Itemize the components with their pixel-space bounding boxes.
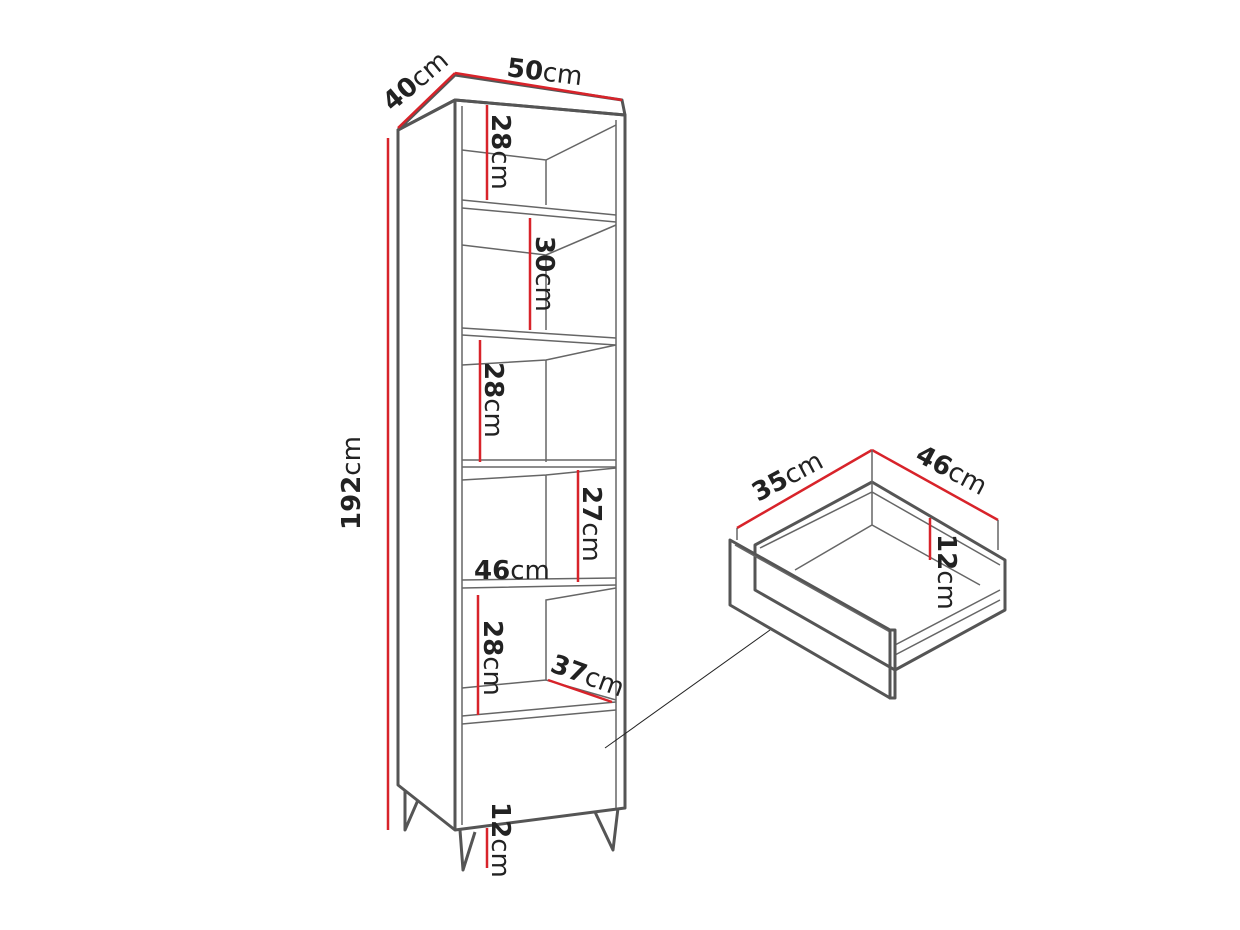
label-cabinet-height: 192cm: [337, 436, 367, 530]
label-drawer-width: 46cm: [911, 440, 992, 502]
label-shelf-3: 28cm: [478, 362, 508, 438]
label-shelf-5: 28cm: [477, 620, 507, 696]
label-shelf-2: 30cm: [529, 236, 559, 312]
shelves: [461, 124, 617, 725]
label-cabinet-width: 50cm: [505, 53, 584, 92]
drawer-drawing: [728, 480, 1007, 700]
legs: [403, 790, 620, 872]
label-inner-width: 46cm: [474, 556, 550, 586]
cabinet-outline: [396, 98, 627, 832]
cabinet-drawing: [396, 73, 771, 872]
drawer-callout-line: [604, 629, 771, 749]
label-legs: 12cm: [485, 802, 515, 878]
label-shelf-4: 27cm: [576, 486, 606, 562]
label-shelf-1: 28cm: [485, 114, 515, 190]
cabinet-top: [396, 73, 627, 132]
label-drawer-height: 12cm: [931, 534, 961, 610]
dimension-lines: [386, 71, 999, 868]
